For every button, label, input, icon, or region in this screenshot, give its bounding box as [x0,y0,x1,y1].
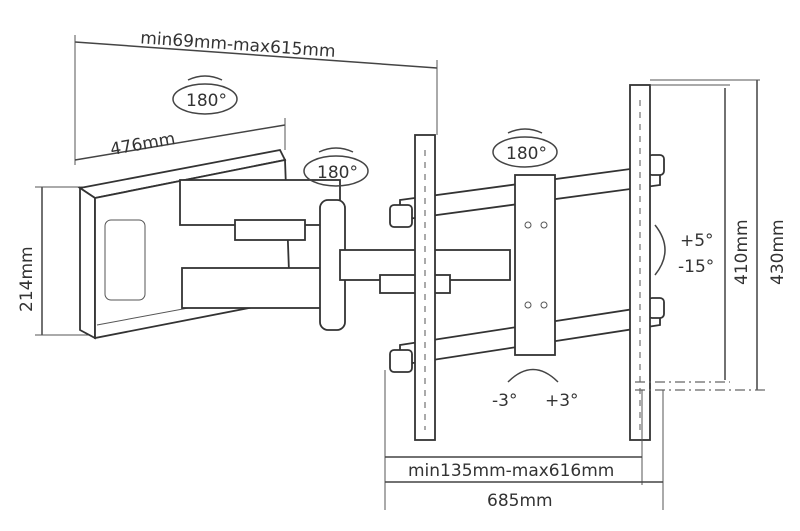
level-indicator: -3° +3° [492,368,579,411]
swivel-wall-badge: 180° [172,75,238,115]
wall-plate-height-label: 214mm [17,246,37,312]
center-plate [514,174,556,356]
svg-text:-15°: -15° [678,257,714,277]
svg-text:180°: 180° [506,144,547,164]
tilt-indicator: +5° -15° [654,224,714,277]
svg-text:685mm: 685mm [487,491,553,511]
wall-plate [77,148,291,340]
svg-text:-3°: -3° [492,391,517,411]
horizontal-dimensions: min135mm-max616mm 685mm [384,370,664,511]
svg-text:430mm: 430mm [768,219,788,285]
svg-text:+3°: +3° [545,391,579,411]
svg-text:180°: 180° [317,163,358,183]
wall-plate-width-label: 476mm [109,129,177,160]
vertical-rails [414,84,651,441]
vertical-dimensions: 410mm 430mm [635,79,788,391]
wall-plate-height-dimension: 214mm [17,186,95,336]
swivel-arm-badge: 180° [303,147,369,187]
svg-text:min135mm-max616mm: min135mm-max616mm [408,461,614,481]
svg-text:410mm: 410mm [732,219,752,285]
svg-text:180°: 180° [186,91,227,111]
arm-extension-label: min69mm-max615mm [140,28,336,62]
svg-text:+5°: +5° [680,231,714,251]
swivel-head-badge: 180° [492,128,558,168]
wall-plate-width-dimension: 476mm [74,118,286,161]
